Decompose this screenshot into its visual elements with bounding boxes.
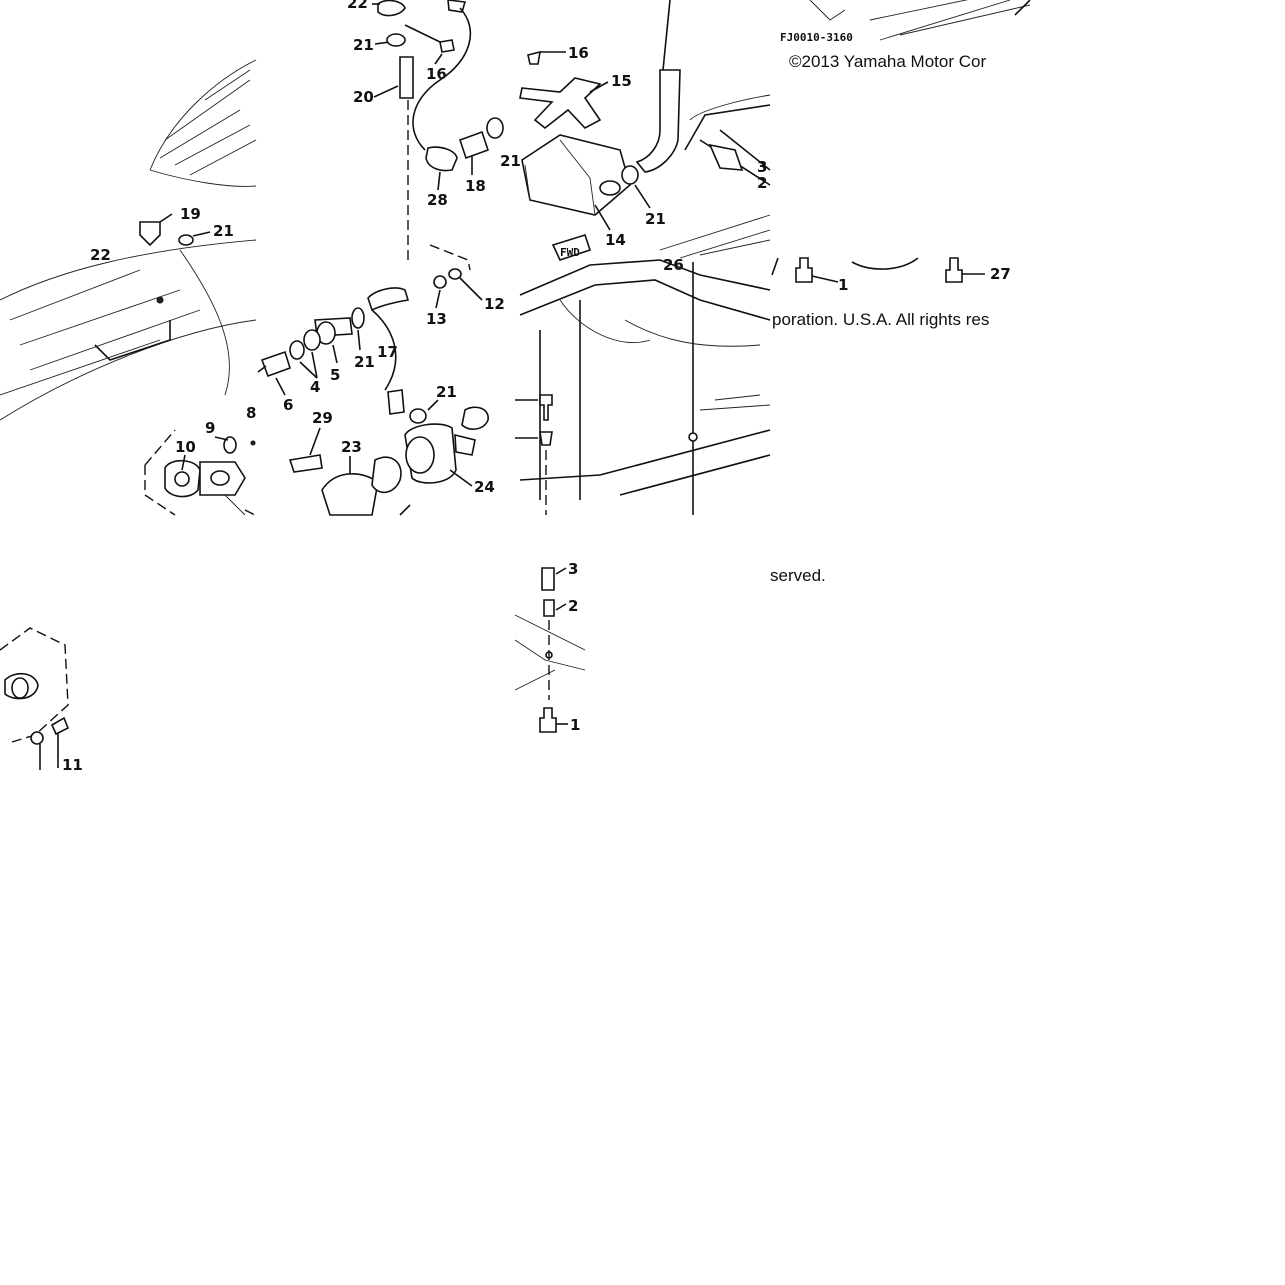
callout-27: 27 <box>990 265 1011 283</box>
callout-24: 24 <box>474 478 495 496</box>
frame-callout-2: 2 <box>757 174 767 192</box>
callout-19: 19 <box>180 205 201 223</box>
callout-9: 9 <box>205 419 215 437</box>
callout-16-right: 16 <box>568 44 589 62</box>
callout-6: 6 <box>283 396 293 414</box>
middle-hose-group: 12 13 17 21 5 4 6 <box>257 244 505 415</box>
water-box-group: 16 15 14 21 FWD <box>519 0 681 261</box>
inset-callout-1: 1 <box>570 716 580 734</box>
upper-hose-group: 22 21 16 20 28 18 21 <box>347 0 521 260</box>
callout-26: 26 <box>663 256 684 274</box>
hull-panel-right-middle: 3 2 <box>659 94 771 259</box>
callout-12: 12 <box>484 295 505 313</box>
callout-13: 13 <box>426 310 447 328</box>
inset-callout-2: 2 <box>568 597 578 615</box>
frame-callout-3: 3 <box>757 158 767 176</box>
callout-21-lower: 21 <box>436 383 457 401</box>
callout-21-center: 21 <box>354 353 375 371</box>
copyright-line-1: ©2013 Yamaha Motor Cor <box>789 52 987 71</box>
drawing-reference-code: FJ0010-3160 <box>780 31 853 44</box>
callout-16-left: 16 <box>426 65 447 83</box>
exhaust-chamber-group: 21 24 29 23 <box>288 383 495 516</box>
callout-11: 11 <box>62 756 83 774</box>
callout-8: 8 <box>246 404 256 422</box>
hull-panel-upper-left <box>149 59 257 187</box>
copyright-line-2: poration. U.S.A. All rights res <box>772 310 990 329</box>
callout-18: 18 <box>465 177 486 195</box>
bolt-1-right: 1 <box>771 257 919 294</box>
inset-callout-3: 3 <box>568 560 578 578</box>
callout-5: 5 <box>330 366 340 384</box>
callout-21-mid: 21 <box>500 152 521 170</box>
frame-center: 26 <box>514 256 771 516</box>
bolt-27: 27 <box>945 257 1011 283</box>
callout-21-left: 21 <box>213 222 234 240</box>
part-19-elbow-fitting: 19 <box>139 205 201 247</box>
callout-23: 23 <box>341 438 362 456</box>
callout-28: 28 <box>427 191 448 209</box>
hull-panel-left <box>0 239 257 421</box>
callout-14: 14 <box>605 231 626 249</box>
bolt-inset: 3 2 1 <box>514 560 586 734</box>
callout-4: 4 <box>310 378 320 396</box>
callout-10: 10 <box>175 438 196 456</box>
callout-17: 17 <box>377 343 398 361</box>
callout-29: 29 <box>312 409 333 427</box>
callout-21-box: 21 <box>645 210 666 228</box>
exhaust-flange-assembly: 10 9 8 <box>144 404 256 516</box>
callout-22-left: 22 <box>90 246 111 264</box>
part-21-clamp-left: 21 22 <box>90 222 234 264</box>
callout-15: 15 <box>611 72 632 90</box>
callout-22-top: 22 <box>347 0 368 12</box>
callout-21-top: 21 <box>353 36 374 54</box>
hull-panel-upper-right: FJ0010-3160 <box>780 0 1031 44</box>
copyright-line-3: served. <box>770 566 826 585</box>
frame-callout-1: 1 <box>838 276 848 294</box>
fuel-cock-fragment: 11 <box>0 627 83 774</box>
callout-20: 20 <box>353 88 374 106</box>
fwd-arrow-label: FWD <box>560 246 580 259</box>
